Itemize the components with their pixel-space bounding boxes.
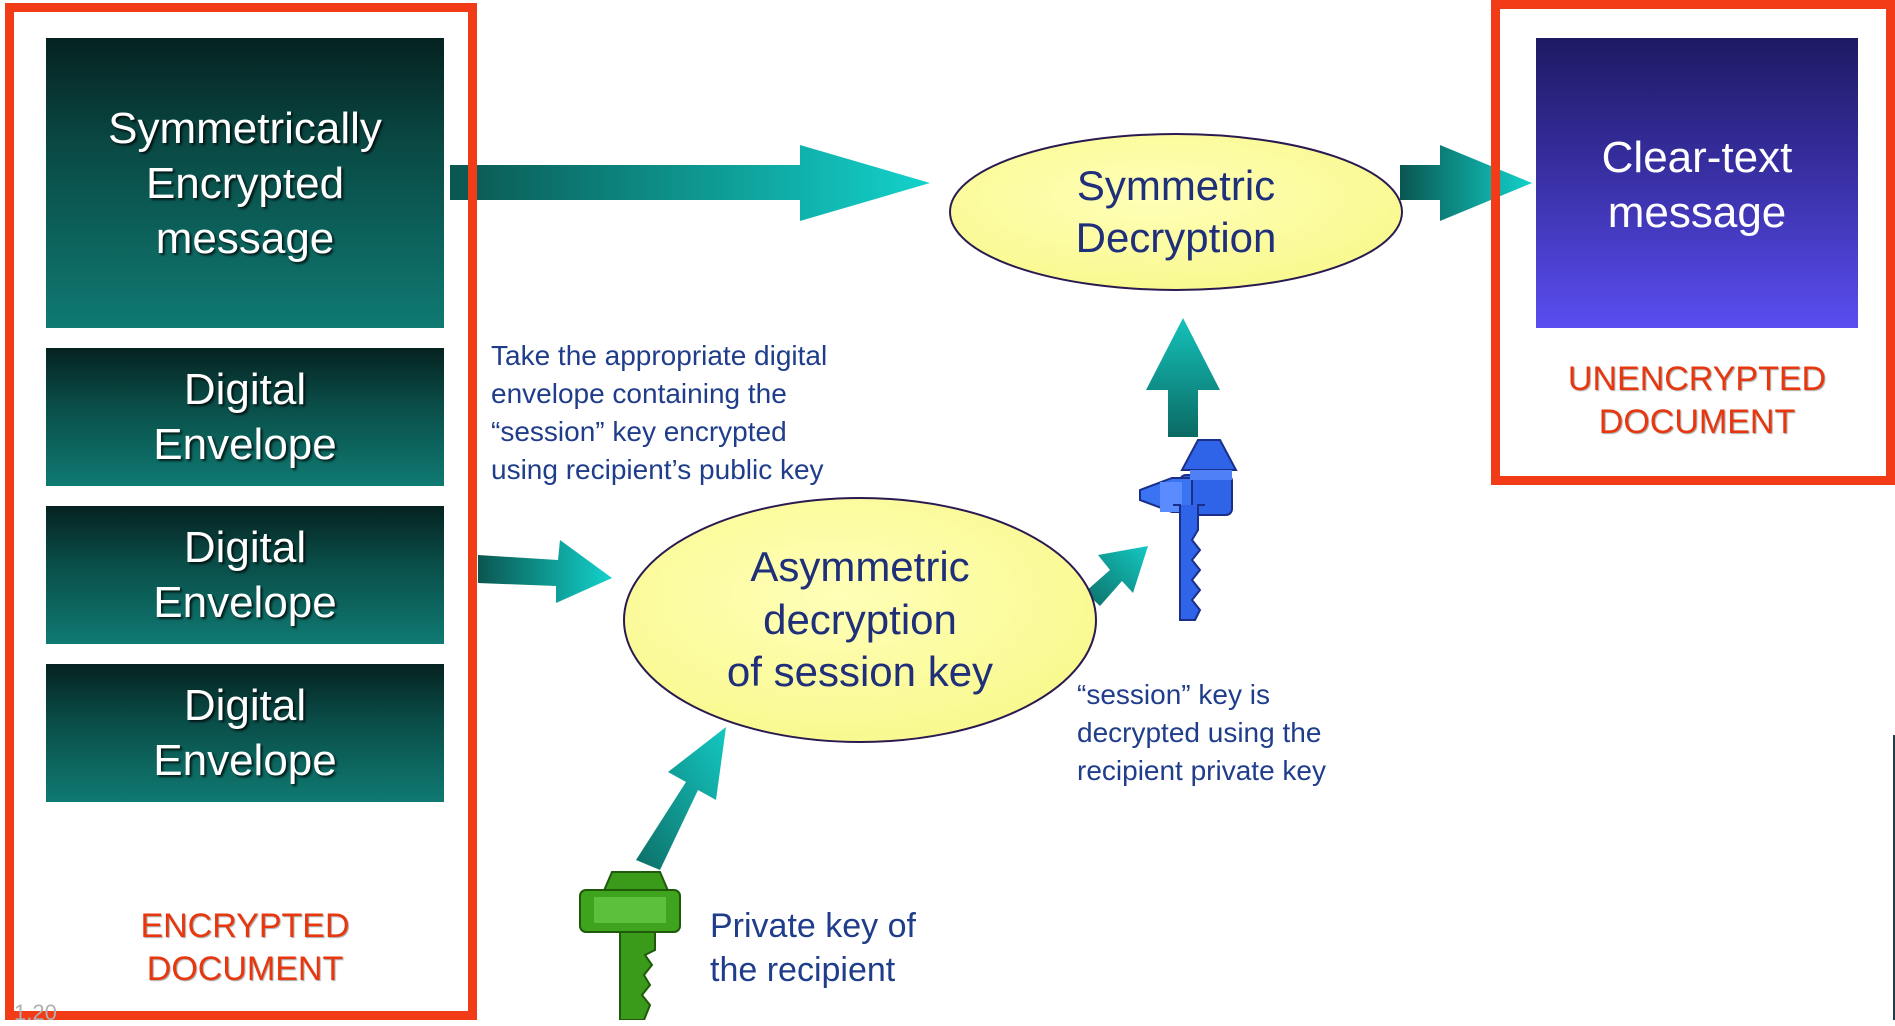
arrow-message-to-symmetric bbox=[450, 145, 930, 221]
arrow-envelope-to-asymmetric bbox=[478, 540, 612, 603]
session-key-note: “session” key is decrypted using the rec… bbox=[1077, 679, 1327, 787]
symmetric-decryption-ellipse bbox=[949, 133, 1403, 291]
digital-envelope-2: Digital Envelope bbox=[46, 506, 444, 644]
page-number: 1.20 bbox=[14, 1000, 57, 1025]
unencrypted-document-label: UNENCRYPTED DOCUMENT bbox=[1567, 360, 1827, 441]
private-key-icon bbox=[579, 871, 681, 1020]
digital-envelope-3: Digital Envelope bbox=[46, 664, 444, 802]
encrypted-document-frame bbox=[5, 3, 477, 1020]
unencrypted-document-frame bbox=[1491, 0, 1895, 485]
private-key-note: Private key of the recipient bbox=[710, 907, 916, 990]
arrow-asymmetric-to-session-key bbox=[1085, 546, 1148, 606]
symmetric-decryption-label: Symmetric Decryption bbox=[1075, 161, 1277, 262]
arrow-private-key-to-asymmetric bbox=[636, 727, 726, 870]
edge-divider bbox=[1893, 735, 1895, 1020]
encrypted-document-label: ENCRYPTED DOCUMENT bbox=[140, 907, 350, 988]
digital-envelope-label: Digital Envelope bbox=[153, 681, 337, 785]
asymmetric-decryption-label: Asymmetric decryption of session key bbox=[726, 543, 994, 696]
session-key-icon bbox=[1139, 439, 1238, 621]
clear-text-message-label: Clear-text message bbox=[1601, 133, 1793, 237]
asymmetric-decryption-ellipse bbox=[623, 497, 1097, 743]
clear-text-message-box: Clear-text message bbox=[1536, 38, 1858, 328]
digital-envelope-label: Digital Envelope bbox=[153, 365, 337, 469]
arrow-symmetric-to-cleartext bbox=[1400, 145, 1532, 221]
symmetric-encrypted-message-label: Symmetrically Encrypted message bbox=[108, 103, 382, 263]
symmetric-encrypted-message-box: Symmetrically Encrypted message bbox=[46, 38, 444, 328]
envelope-note: Take the appropriate digital envelope co… bbox=[491, 340, 828, 486]
arrow-key-to-symmetric bbox=[1146, 318, 1220, 437]
digital-envelope-1: Digital Envelope bbox=[46, 348, 444, 486]
digital-envelope-label: Digital Envelope bbox=[153, 523, 337, 627]
